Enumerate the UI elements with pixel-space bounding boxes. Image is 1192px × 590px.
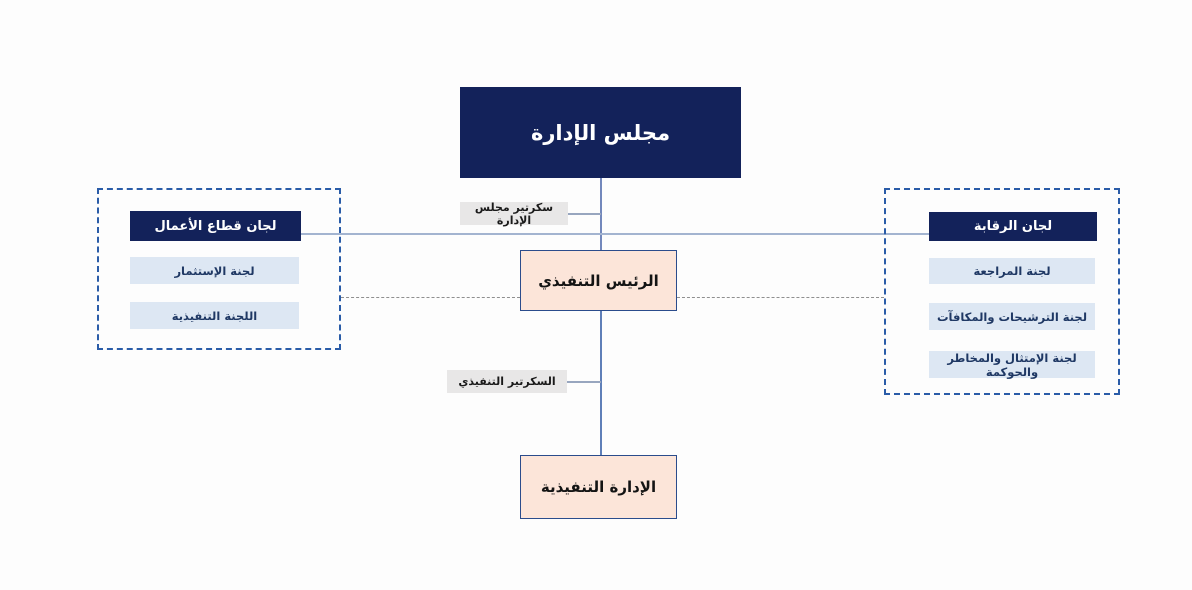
oversight-committees-group bbox=[884, 188, 1120, 395]
connector-dashed-ceo-right-group bbox=[677, 297, 884, 298]
oversight-committees-header: لجان الرقابة bbox=[929, 212, 1097, 241]
connector-executive-secretary bbox=[567, 381, 601, 383]
business-sector-committees-header: لجان قطاع الأعمال bbox=[130, 211, 301, 241]
executive-management-node: الإدارة التنفيذية bbox=[520, 455, 677, 519]
committee-executive: اللجنة التنفيذية bbox=[130, 302, 299, 329]
business-sector-committees-group bbox=[97, 188, 341, 350]
executive-secretary-node: السكرتير التنفيذي bbox=[447, 370, 567, 393]
committee-nominations-remunerations: لجنة الترشيحات والمكافآت bbox=[929, 303, 1095, 330]
ceo-node: الرئيس التنفيذي bbox=[520, 250, 677, 311]
connector-dashed-ceo-left-group bbox=[341, 297, 520, 298]
board-of-directors-node: مجلس الإدارة bbox=[460, 87, 741, 178]
committee-audit: لجنة المراجعة bbox=[929, 258, 1095, 284]
connector-committee-headers bbox=[301, 233, 929, 235]
committee-investment: لجنة الإستثمار bbox=[130, 257, 299, 284]
committee-compliance-risk-governance: لجنة الإمتثال والمخاطر والحوكمة bbox=[929, 351, 1095, 379]
connector-board-secretary bbox=[568, 213, 601, 215]
board-secretary-node: سكرتير مجلس الإدارة bbox=[460, 201, 568, 227]
connector-ceo-to-executive-management bbox=[600, 311, 602, 455]
